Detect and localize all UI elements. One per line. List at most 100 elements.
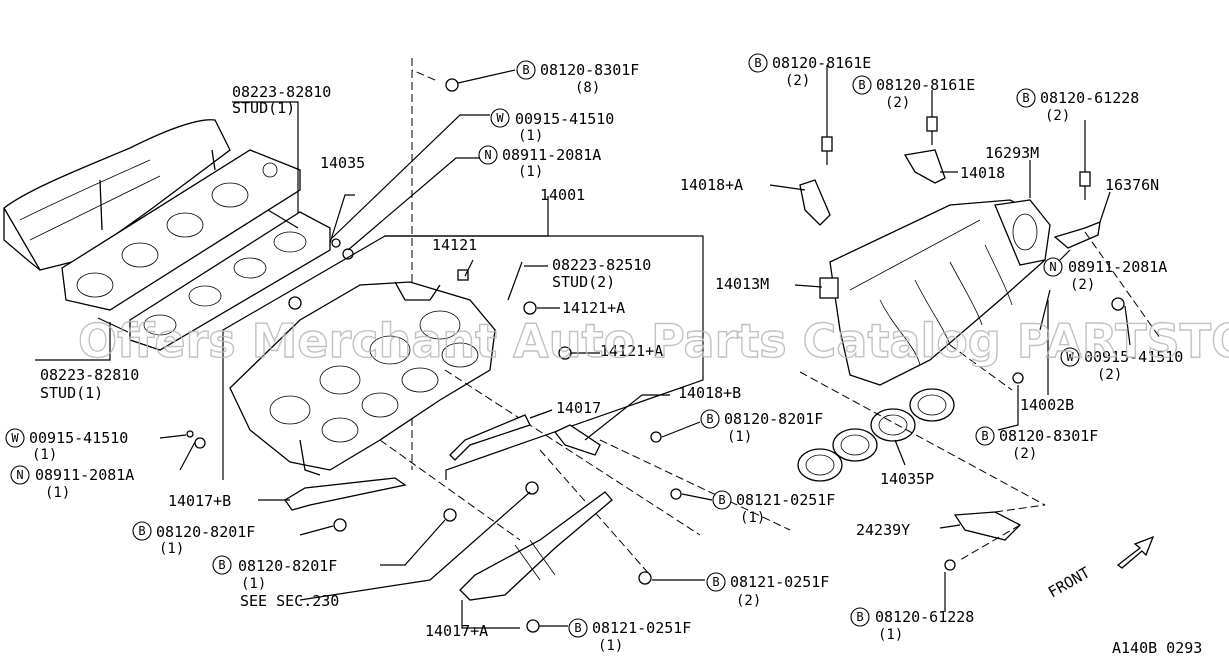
svg-text:B: B (856, 610, 863, 624)
qty-08121-0251f-c: (1) (598, 638, 623, 654)
label-14035p: 14035P (880, 470, 934, 488)
label-08121-0251f-a: 08121-0251F (736, 491, 835, 509)
qty-08120-8201f-c: (1) (241, 576, 266, 592)
qty-08120-61228-top: (2) (1045, 108, 1070, 124)
badge-w-icon-left: W (5, 428, 25, 448)
label-14121: 14121 (432, 236, 477, 254)
label-08120-61228-bot: 08120-61228 (875, 608, 974, 626)
svg-text:B: B (718, 493, 725, 507)
bracket-16376n-illustration (1053, 220, 1101, 249)
bracket-14018a-illustration (799, 179, 831, 226)
label-08120-8301f-right: 08120-8301F (999, 427, 1098, 445)
svg-text:B: B (858, 78, 865, 92)
badge-b-icon-8201f-a: B (700, 409, 720, 429)
qty-00915-41510-top: (1) (518, 128, 543, 144)
svg-text:W: W (1066, 350, 1074, 364)
group-frame-14001 (222, 235, 704, 480)
label-stud-left: STUD(1) (40, 384, 103, 402)
label-14018: 14018 (960, 164, 1005, 182)
label-see-sec: SEE SEC.230 (240, 592, 339, 610)
label-08120-8201f-c: 08120-8201F (238, 557, 337, 575)
badge-b-icon-0251f-a: B (712, 490, 732, 510)
gasket-14035p-illustration (797, 388, 955, 482)
badge-b-icon: B (516, 60, 536, 80)
label-08223-82510: 08223-82510 (552, 256, 651, 274)
gasket-14035-illustration (129, 211, 331, 351)
label-14017a: 14017+A (425, 622, 488, 640)
label-14017b: 14017+B (168, 492, 231, 510)
qty-08120-8161e-b: (2) (885, 95, 910, 111)
bracket-14018-illustration (903, 149, 946, 184)
badge-b-icon-8161e-b: B (852, 75, 872, 95)
label-14013m: 14013M (715, 275, 769, 293)
label-08121-0251f-c: 08121-0251F (592, 619, 691, 637)
badge-n-icon-right: N (1043, 257, 1063, 277)
label-00915-41510-right: 00915-41510 (1084, 348, 1183, 366)
qty-08120-8161e-a: (2) (785, 73, 810, 89)
svg-text:B: B (138, 524, 145, 538)
badge-n-icon-left: N (10, 465, 30, 485)
front-arrow-icon: FRONT (1045, 535, 1155, 601)
svg-text:B: B (754, 56, 761, 70)
qty-08120-61228-bot: (1) (878, 627, 903, 643)
cylinder-head-cover-illustration (3, 119, 231, 271)
label-16376n: 16376N (1105, 176, 1159, 194)
label-08120-61228-top: 08120-61228 (1040, 89, 1139, 107)
label-14121a-second: 14121+A (600, 342, 663, 360)
washer-illustration (331, 238, 341, 248)
badge-w-icon-right: W (1060, 347, 1080, 367)
label-08223-82810-top: 08223-82810 (232, 83, 331, 101)
label-08223-82810-left: 08223-82810 (40, 366, 139, 384)
svg-text:B: B (574, 621, 581, 635)
badge-b-icon-8301f-right: B (975, 426, 995, 446)
qty-08911-2081a-left: (1) (45, 485, 70, 501)
bolt-illustrations-right (821, 116, 1091, 200)
bracket-14017-illustration (449, 414, 531, 461)
label-24239y: 24239Y (856, 521, 910, 539)
intake-gasket-illustration (61, 149, 301, 311)
label-14001: 14001 (540, 186, 585, 204)
bracket-14017b-illustration (284, 477, 407, 511)
label-08911-2081a-top: 08911-2081A (502, 146, 601, 164)
badge-b-icon-61228-top: B (1016, 88, 1036, 108)
badge-b-icon-8201f-c: B (212, 555, 232, 575)
label-08120-8161e-a: 08120-8161E (772, 54, 871, 72)
front-label: FRONT (1045, 563, 1093, 601)
svg-text:W: W (496, 111, 504, 125)
label-14035: 14035 (320, 154, 365, 172)
label-14002b: 14002B (1020, 396, 1074, 414)
svg-text:B: B (1022, 91, 1029, 105)
diagram-code: A140B 0293 (1112, 639, 1202, 657)
qty-08911-2081a-right: (2) (1070, 277, 1095, 293)
svg-text:N: N (16, 468, 23, 482)
qty-00915-41510-right: (2) (1097, 367, 1122, 383)
label-stud-top: STUD(1) (232, 99, 295, 117)
badge-b-icon-8201f-b: B (132, 521, 152, 541)
svg-text:B: B (981, 429, 988, 443)
badge-n-icon: N (478, 145, 498, 165)
badge-b-icon-8161e-a: B (748, 53, 768, 73)
bracket-14018b-illustration (553, 424, 601, 456)
label-stud-82510: STUD(2) (552, 273, 615, 291)
label-08120-8301f-top: 08120-8301F (540, 61, 639, 79)
svg-text:N: N (1049, 260, 1056, 274)
label-14018a: 14018+A (680, 176, 743, 194)
svg-text:N: N (484, 148, 491, 162)
bracket-24239y-illustration (953, 511, 1022, 541)
qty-08121-0251f-a: (1) (740, 510, 765, 526)
label-08911-2081a-left: 08911-2081A (35, 466, 134, 484)
svg-text:B: B (712, 575, 719, 589)
label-08120-8161e-b: 08120-8161E (876, 76, 975, 94)
qty-00915-41510-left: (1) (32, 447, 57, 463)
leader-lines (35, 65, 1131, 629)
stud-left-illustration (97, 317, 129, 333)
label-08120-8201f-a: 08120-8201F (724, 410, 823, 428)
stud-82510-illustration (507, 261, 523, 301)
label-08911-2081a-right: 08911-2081A (1068, 258, 1167, 276)
part-14121a-illustration (523, 301, 537, 315)
qty-08121-0251f-b: (2) (736, 593, 761, 609)
badge-w-icon: W (490, 108, 510, 128)
part-14121-illustration (457, 269, 469, 281)
badge-b-icon-0251f-b: B (706, 572, 726, 592)
